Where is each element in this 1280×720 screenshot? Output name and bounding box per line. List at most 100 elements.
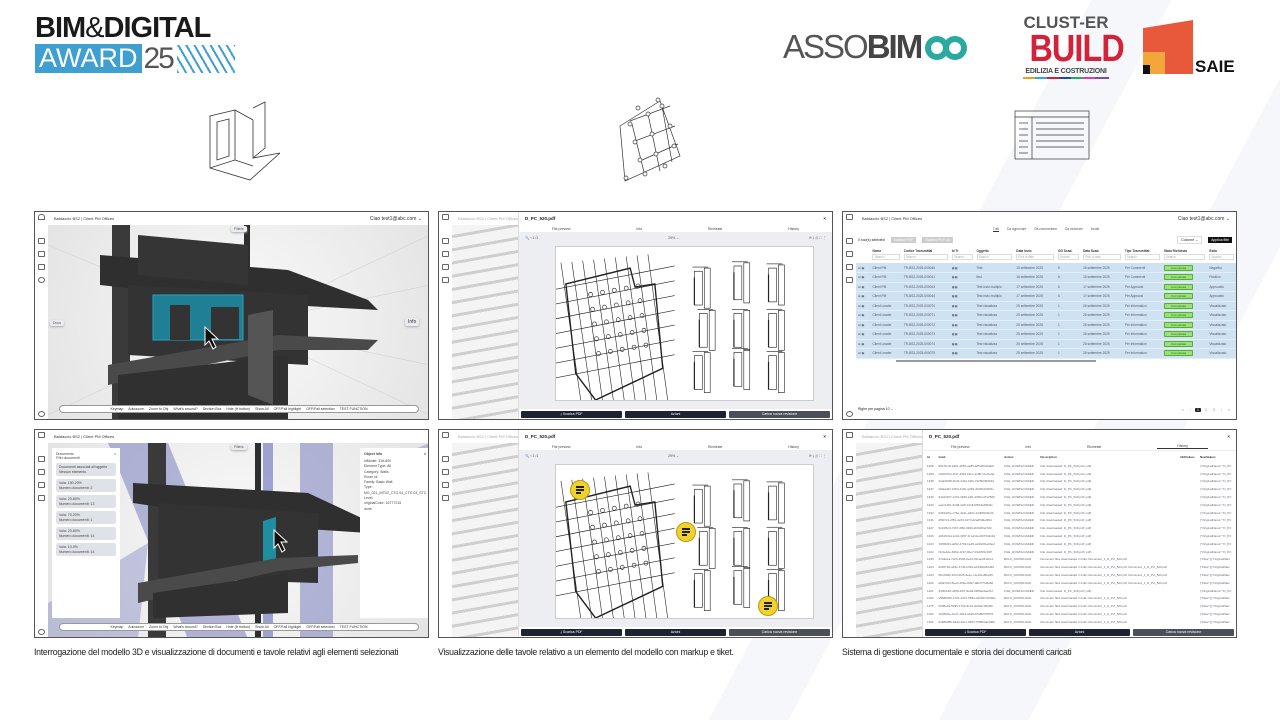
model-icon[interactable]	[846, 456, 853, 462]
tab-info[interactable]: Info	[636, 444, 643, 449]
navigate-icon[interactable]	[442, 277, 449, 283]
tab-richieste[interactable]: Richieste	[707, 444, 723, 449]
toolbar-button[interactable]: What's around?	[173, 625, 198, 629]
horizontal-scrollbar[interactable]	[896, 359, 1096, 362]
page-button[interactable]: «	[1181, 408, 1184, 412]
document-filter-card[interactable]: Vola: 70-20%Numero documenti: 1	[56, 511, 116, 524]
tab-da-commentare[interactable]: Da commentare	[1034, 227, 1058, 231]
model-icon[interactable]	[38, 456, 45, 462]
toolbar-button[interactable]: Section Box	[202, 625, 222, 629]
row-actions[interactable]: ⊞ ▣	[856, 301, 871, 311]
toolbar-button[interactable]: Show All	[255, 625, 269, 629]
upload-revision-button[interactable]: Carica nuova revisione	[729, 411, 830, 418]
column-title[interactable]: Data Invio	[1016, 249, 1032, 253]
download-pdf-button[interactable]: ⤓ Scarica PDF	[925, 629, 1026, 636]
attachment-icons[interactable]: ▦▦	[949, 291, 975, 302]
upload-revision-button[interactable]: Carica nuova revisione	[729, 629, 830, 636]
3d-canvas[interactable]	[47, 225, 428, 419]
list-icon[interactable]	[38, 482, 45, 488]
history-row[interactable]: 113666ad867c-af57-4fbc-bf09-7b88850bc8bB…	[925, 626, 1236, 627]
tab-richieste[interactable]: Richieste	[1086, 444, 1102, 449]
actions-button[interactable]: Azioni	[625, 629, 726, 636]
column-header[interactable]: Action	[1004, 455, 1014, 459]
attachment-icons[interactable]: ▦▦	[949, 301, 975, 311]
model-icon[interactable]	[442, 238, 449, 244]
settings-icon[interactable]	[38, 411, 45, 417]
model-icon[interactable]	[442, 456, 449, 462]
documents-icon[interactable]	[38, 251, 45, 257]
info-button[interactable]: Info	[405, 318, 420, 326]
download-zip-button[interactable]: Scarica PDF zip	[922, 237, 954, 243]
toolbar-button[interactable]: OFF/Fall highlight	[273, 625, 302, 629]
home-icon[interactable]	[442, 432, 449, 438]
document-filter-card[interactable]: Vola: 20-60%Numero documenti: 13	[56, 495, 116, 508]
documents-icon[interactable]	[38, 469, 45, 475]
page-button[interactable]: ‹	[1189, 408, 1192, 412]
column-filter[interactable]: Pick a date	[1083, 254, 1121, 260]
tab-richieste[interactable]: Richieste	[707, 226, 723, 231]
tab-da-visionare[interactable]: Da visionare	[1065, 227, 1083, 231]
markup-comment-icon[interactable]	[676, 522, 696, 542]
toolbar-button[interactable]: OFF/Fall selection	[306, 625, 335, 629]
column-title[interactable]: Tipo Transmittal	[1124, 249, 1150, 253]
tab-history[interactable]: History	[788, 226, 800, 231]
column-filter[interactable]: Search	[1058, 254, 1080, 260]
toolbar-button[interactable]: OFF/Fall highlight	[273, 407, 302, 411]
row-actions[interactable]: ⊞ ▣	[856, 291, 871, 302]
actions-button[interactable]: Azioni	[625, 411, 726, 418]
tab-file-preview[interactable]: File preview	[551, 226, 571, 231]
column-filter[interactable]: Search	[1124, 254, 1160, 260]
attachment-icons[interactable]: ▦▦	[949, 320, 975, 330]
toolbar-button[interactable]: TEST FUNCTION	[339, 625, 368, 629]
tab-inviati[interactable]: Inviati	[1090, 227, 1100, 231]
filters-button[interactable]: Filters	[231, 226, 247, 232]
markup-comment-icon[interactable]	[758, 596, 778, 616]
document-filter-card[interactable]: Vola: 20-60%Numero documenti: 14	[56, 527, 116, 540]
page-controls[interactable]: 🔍 ‹ 1 /1	[525, 453, 539, 458]
column-header[interactable]: OldValues	[1180, 455, 1195, 459]
documents-icon[interactable]	[442, 469, 449, 475]
row-actions[interactable]: ⊞ ▣	[856, 310, 871, 321]
tab-history[interactable]: History	[1157, 444, 1209, 449]
list-icon[interactable]	[846, 264, 853, 270]
viewer-actions[interactable]: ⟳ ⤓ ⎙ ⛶ ⋮	[808, 453, 826, 458]
attachment-icons[interactable]: ▦▦	[949, 282, 975, 292]
tab-history[interactable]: History	[788, 444, 800, 449]
toolbar-button[interactable]: Autozoom	[128, 625, 145, 629]
home-icon[interactable]	[846, 214, 853, 220]
row-actions[interactable]: ⊞ ▣	[856, 329, 871, 340]
list-icon[interactable]	[38, 264, 45, 270]
attachment-icons[interactable]: ▦▦	[949, 263, 975, 273]
attachment-icons[interactable]: ▦▦	[949, 310, 975, 321]
navigate-icon[interactable]	[846, 495, 853, 501]
column-filter[interactable]: Search	[976, 254, 1013, 260]
download-pdf-button[interactable]: Scarica PDF	[890, 237, 917, 243]
attachment-icons[interactable]: ▦▦	[949, 348, 975, 359]
column-header[interactable]: GG Scad.Search	[1056, 247, 1081, 263]
filters-button[interactable]: Filters	[231, 444, 247, 450]
attachment-icons[interactable]: ▦▦	[949, 339, 975, 349]
viewer-actions[interactable]: ⟳ ⤓ ⎙ ⛶ ⋮	[808, 235, 826, 240]
page-button[interactable]: ›	[1220, 408, 1223, 412]
